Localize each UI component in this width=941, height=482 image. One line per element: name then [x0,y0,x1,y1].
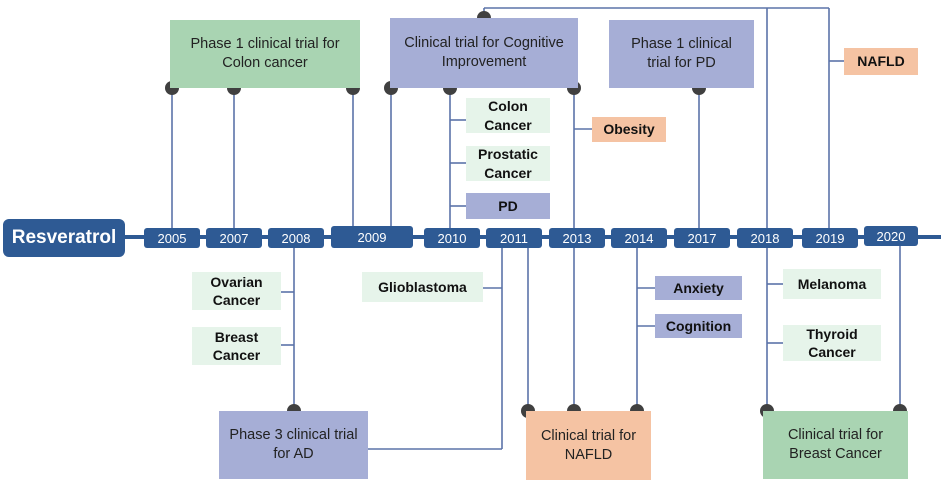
trial-phase1-pd: Phase 1 clinical trial for PD [609,20,754,88]
tag-prostatic-cancer: Prostatic Cancer [466,146,550,181]
tag-pd: PD [466,193,550,219]
year-2018: 2018 [737,228,793,248]
tag-colon-cancer: Colon Cancer [466,98,550,133]
tag-nafld: NAFLD [844,48,918,75]
trial-breast-cancer: Clinical trial for Breast Cancer [763,411,908,479]
tag-glioblastoma: Glioblastoma [362,272,483,302]
year-2005: 2005 [144,228,200,248]
resveratrol-label: Resveratrol [3,219,125,257]
year-2008: 2008 [268,228,324,248]
tag-anxiety: Anxiety [655,276,742,300]
year-2013: 2013 [549,228,605,248]
year-2009: 2009 [331,226,413,248]
trial-cognitive-improvement: Clinical trial for Cognitive Improvement [390,18,578,88]
tag-obesity: Obesity [592,117,666,142]
year-2017: 2017 [674,228,730,248]
year-2010: 2010 [424,228,480,248]
year-2011: 2011 [486,228,542,248]
trial-phase3-ad: Phase 3 clinical trial for AD [219,411,368,479]
tag-cognition: Cognition [655,314,742,338]
tag-ovarian-cancer: Ovarian Cancer [192,272,281,310]
tag-thyroid-cancer: Thyroid Cancer [783,325,881,361]
year-2019: 2019 [802,228,858,248]
trial-nafld: Clinical trial for NAFLD [526,411,651,480]
tag-breast-cancer: Breast Cancer [192,327,281,365]
year-2007: 2007 [206,228,262,248]
trial-phase1-colon-cancer: Phase 1 clinical trial for Colon cancer [170,20,360,88]
year-2014: 2014 [611,228,667,248]
tag-melanoma: Melanoma [783,269,881,299]
year-2020: 2020 [864,226,918,246]
